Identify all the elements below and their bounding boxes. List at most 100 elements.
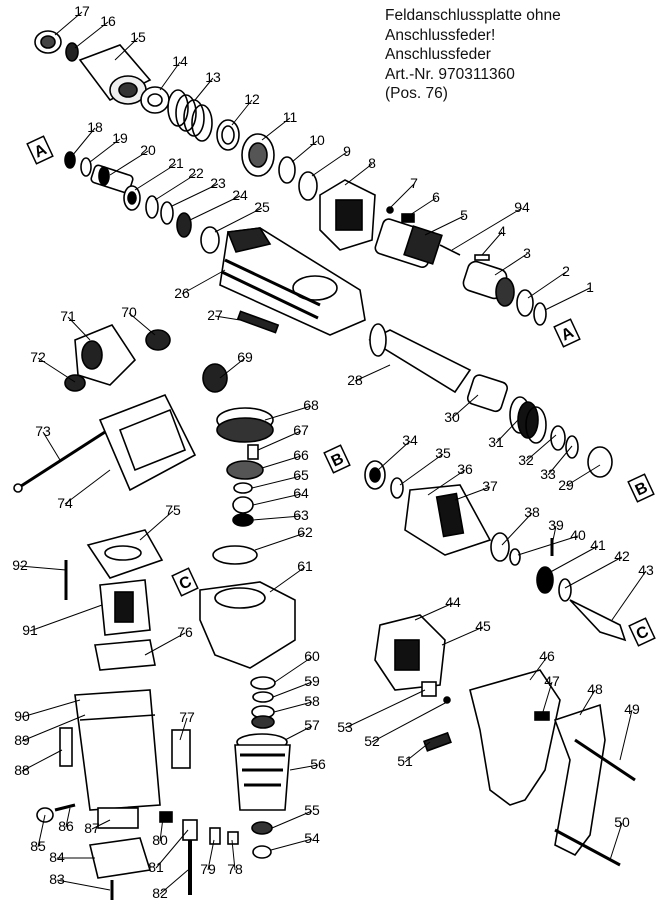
leader-line-20: [109, 150, 149, 176]
leader-line-46: [529, 656, 548, 681]
part-label-78: 78: [227, 861, 243, 877]
leader-line-76: [144, 632, 186, 656]
part-89-motor-housing: [74, 689, 161, 811]
leader-line-19: [89, 138, 121, 163]
leader-line-9: [311, 151, 348, 177]
part-label-79: 79: [200, 861, 216, 877]
part-6-bolt: [401, 213, 415, 223]
part-label-50: 50: [614, 814, 630, 830]
part-label-62: 62: [297, 524, 313, 540]
part-label-58: 58: [304, 693, 320, 709]
leader-line-47: [541, 681, 553, 716]
part-37-clutch-housing: [404, 484, 492, 556]
part-label-4: 4: [498, 223, 506, 239]
part-62-oring: [212, 545, 258, 565]
part-19-ring: [80, 157, 92, 177]
part-label-47: 47: [544, 673, 560, 689]
part-label-60: 60: [304, 648, 320, 664]
part-50-screw: [554, 828, 621, 867]
part-4-key: [474, 254, 490, 261]
part-21-washer: [123, 185, 141, 211]
part-label-67: 67: [293, 422, 309, 438]
leader-line-81: [155, 829, 189, 869]
part-43-lever: [569, 599, 627, 642]
part-label-39: 39: [548, 517, 564, 533]
part-label-57: 57: [304, 717, 320, 733]
part-22-ring: [145, 195, 159, 219]
part-label-16: 16: [100, 13, 116, 29]
part-label-69: 69: [237, 349, 253, 365]
part-label-34: 34: [402, 432, 418, 448]
part-53-capacitor: [421, 681, 437, 697]
part-60-washer: [250, 676, 276, 690]
leader-line-78: [231, 839, 236, 871]
leader-line-80: [159, 817, 164, 842]
part-27-nameplate: [236, 310, 280, 334]
leader-line-71: [67, 316, 91, 341]
leader-line-2: [527, 271, 567, 299]
leader-line-37: [454, 486, 491, 501]
note-line-3: Anschlussfeder: [385, 46, 491, 64]
part-label-28: 28: [347, 372, 363, 388]
part-label-31: 31: [488, 434, 504, 450]
part-26-gear-housing: [219, 227, 366, 336]
part-label-37: 37: [482, 478, 498, 494]
part-32-ring: [550, 425, 566, 451]
part-9-oring: [298, 171, 318, 201]
part-label-24: 24: [232, 187, 248, 203]
part-label-55: 55: [304, 802, 320, 818]
part-label-38: 38: [524, 504, 540, 520]
leader-line-30: [451, 394, 479, 419]
leader-line-13: [194, 77, 214, 101]
part-label-71: 71: [60, 308, 76, 324]
leader-line-21: [134, 163, 177, 191]
part-3-piston: [462, 260, 515, 307]
leader-line-35: [399, 453, 444, 486]
part-54-washer: [252, 845, 272, 859]
leader-line-59: [272, 681, 313, 698]
part-17-cap: [34, 30, 62, 54]
section-marker-b: B: [323, 444, 351, 474]
note-line-1: Feldanschlussplatte ohne: [385, 7, 561, 24]
part-94-pin: [439, 244, 461, 256]
part-65-ring: [233, 482, 253, 494]
part-label-59: 59: [304, 673, 320, 689]
part-69-gear: [202, 363, 228, 393]
part-7-screw: [386, 206, 394, 214]
part-84-cover: [89, 837, 152, 879]
part-label-63: 63: [293, 507, 309, 523]
part-label-22: 22: [188, 165, 204, 181]
leader-line-24: [189, 195, 241, 221]
part-label-76: 76: [177, 624, 193, 640]
leader-line-55: [271, 810, 313, 829]
leader-line-4: [481, 231, 503, 256]
leader-line-31: [495, 419, 519, 444]
section-marker-b: B: [627, 473, 655, 503]
part-label-86: 86: [58, 818, 74, 834]
leader-line-74: [64, 469, 111, 505]
part-41-collar: [536, 566, 554, 594]
part-10-ring: [278, 156, 296, 184]
part-label-14: 14: [172, 53, 188, 69]
leader-line-12: [231, 99, 253, 126]
part-label-46: 46: [539, 648, 555, 664]
part-drawings: [13, 30, 636, 900]
leader-line-56: [289, 764, 319, 771]
part-label-49: 49: [624, 701, 640, 717]
leader-line-92: [19, 565, 67, 571]
leader-line-79: [207, 839, 215, 871]
leader-line-60: [274, 656, 313, 683]
part-79-brush: [209, 827, 221, 845]
part-23-ring: [160, 201, 174, 225]
part-label-74: 74: [57, 495, 73, 511]
leader-line-11: [261, 117, 291, 141]
leader-line-16: [74, 21, 109, 49]
part-63-ring: [232, 513, 254, 527]
part-38-ring: [490, 532, 510, 562]
leader-line-38: [501, 512, 533, 546]
part-label-40: 40: [570, 527, 586, 543]
part-86-spring: [54, 803, 76, 812]
part-label-83: 83: [49, 871, 65, 887]
part-label-32: 32: [518, 452, 534, 468]
leader-line-73: [42, 431, 61, 461]
